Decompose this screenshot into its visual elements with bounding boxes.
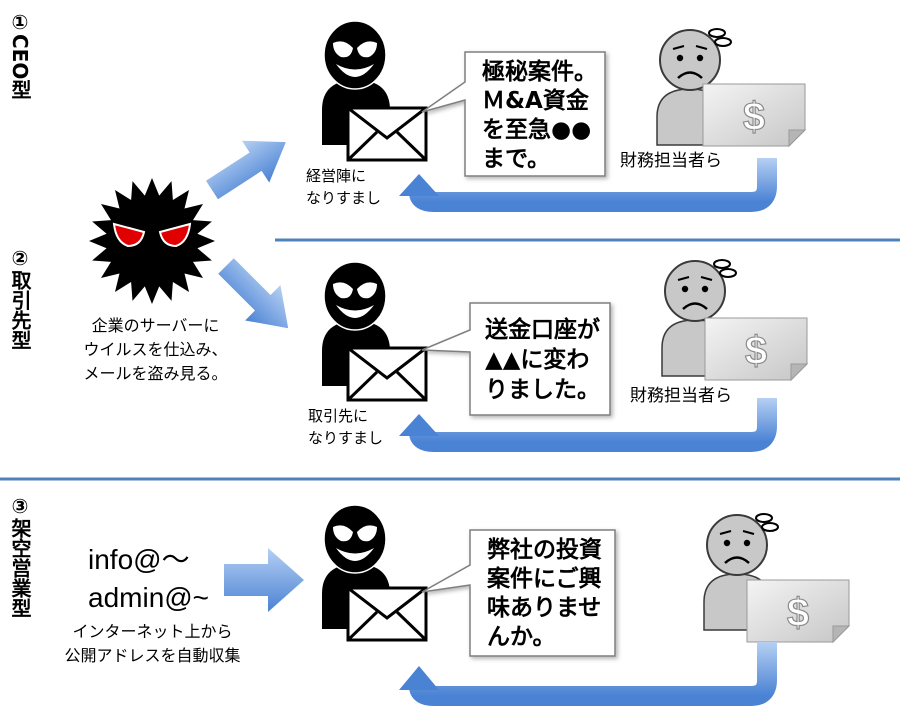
speech-bubble-text: 弊社の投資 案件にご興 味ありませ んか。 — [487, 536, 602, 652]
envelope-icon — [346, 106, 428, 162]
message-line: 味ありませ — [487, 595, 602, 621]
impersonation-caption: 経営陣に なりすまし — [306, 165, 381, 209]
attack-arrow-fake-sales — [224, 548, 304, 612]
section-label-ceo: ①CEO型 — [8, 10, 32, 100]
return-arrow — [399, 158, 777, 212]
caption-line: なりすまし — [306, 189, 382, 207]
caption-line: なりすまし — [308, 429, 384, 447]
message-line: 送金口座が — [485, 317, 600, 343]
message-line: まで。 — [482, 146, 551, 172]
speech-bubble-text: 送金口座が ▲▲に変わ りました。 — [485, 315, 600, 405]
email-address: admin@~ — [88, 582, 210, 613]
harvested-addresses: info@～ admin@~ — [88, 541, 209, 617]
caption-line: メールを盗み見る。 — [83, 364, 228, 383]
virus-body — [89, 178, 215, 304]
attack-arrow-ceo — [206, 140, 286, 200]
speech-bubble — [421, 302, 611, 416]
harvest-caption: インターネット上から 公開アドレスを自動収集 — [50, 620, 255, 668]
dollar-sign: $ — [743, 95, 765, 139]
email-address: info@～ — [88, 544, 190, 575]
envelope-icon — [346, 586, 428, 642]
return-arrow — [399, 398, 777, 452]
caption-line: ウイルスを仕込み、 — [83, 340, 228, 359]
message-line: を至急●● — [482, 117, 592, 143]
message-line: 弊社の投資 — [487, 537, 602, 563]
message-line: Ｍ&A資金 — [482, 88, 589, 114]
dollar-document-icon: $ — [746, 579, 851, 644]
caption-line: 企業のサーバーに — [91, 316, 220, 335]
section-label-fake-sales: ③架空営業型 — [8, 494, 32, 618]
hacker-virus-icon — [89, 178, 215, 304]
caption-line: 取引先に — [308, 407, 369, 425]
virus-eye-left — [112, 222, 146, 248]
virus-eye-right — [158, 222, 192, 248]
attack-arrow-partner — [218, 258, 289, 329]
message-line: ▲▲に変わ — [485, 347, 590, 373]
speech-bubble — [421, 529, 616, 657]
attacker-caption: 企業のサーバーに ウイルスを仕込み、 メールを盗み見る。 — [58, 314, 253, 386]
speech-bubble-text: 極秘案件。 Ｍ&A資金 を至急●● まで。 — [482, 58, 597, 174]
section-label-partner: ②取引先型 — [8, 246, 32, 350]
caption-line: インターネット上から — [72, 622, 233, 641]
dollar-document-icon: $ — [702, 83, 807, 148]
dollar-document-icon: $ — [704, 317, 809, 382]
speech-bubble — [421, 51, 606, 177]
message-line: 案件にご興 — [487, 566, 602, 592]
dollar-sign: $ — [745, 329, 767, 373]
target-caption: 財務担当者ら — [630, 386, 732, 406]
caption-line: 公開アドレスを自動収集 — [64, 646, 241, 665]
message-line: 極秘案件。 — [482, 59, 597, 85]
return-arrow — [399, 642, 777, 706]
target-caption: 財務担当者ら — [620, 151, 722, 171]
envelope-icon — [346, 346, 428, 402]
message-line: んか。 — [487, 624, 556, 650]
impersonation-caption: 取引先に なりすまし — [308, 405, 383, 449]
dollar-sign: $ — [787, 591, 809, 635]
caption-line: 経営陣に — [306, 167, 367, 185]
message-line: りました。 — [485, 377, 600, 403]
